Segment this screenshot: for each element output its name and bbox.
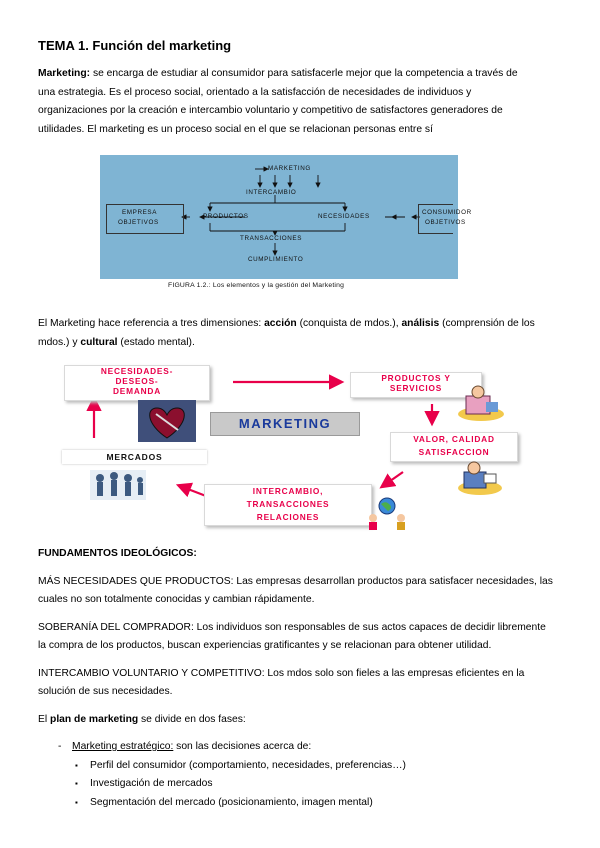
fundamentos-section: FUNDAMENTOS IDEOLÓGICOS: MÁS NECESIDADES… (38, 545, 568, 812)
intro-paragraph: Marketing: se encarga de estudiar al con… (38, 65, 568, 139)
marketing-center-label: MARKETING (210, 412, 360, 436)
intro-line-1-text: se encarga de estudiar al consumidor par… (90, 68, 518, 79)
fig1-objetivos-right-label: OBJETIVOS (425, 219, 466, 226)
square-bullet-icon: ▪ (75, 797, 78, 807)
fundamentos-p1-line1: MÁS NECESIDADES QUE PRODUCTOS: Las empre… (38, 575, 553, 587)
fundamentos-p3-line2: solución de sus necesidades. (38, 686, 173, 697)
dim-text-1: El Marketing hace referencia a tres dime… (38, 318, 265, 329)
consumidor-box (418, 204, 453, 234)
figure1-arrows (181, 166, 420, 256)
intro-line-4: utilidades. El marketing es un proceso s… (38, 123, 433, 135)
needs-line-3: DEMANDA (112, 386, 161, 396)
reading-person-clipart-icon (458, 461, 502, 495)
fig1-intercambio-label: INTERCAMBIO (246, 189, 297, 196)
exchange-line-1: INTERCAMBIO, (252, 486, 324, 496)
square-bullet-icon: ▪ (75, 779, 78, 788)
exchange-box: INTERCAMBIO, TRANSACCIONES RELACIONES (204, 484, 372, 526)
dimensions-paragraph: El Marketing hace referencia a tres dime… (38, 315, 568, 352)
fig1-transacciones-label: TRANSACCIONES (240, 235, 303, 242)
strategic-marketing-label: Marketing estratégico: (72, 741, 174, 752)
list-item: ▪ Perfil del consumidor (comportamiento, … (38, 757, 568, 776)
square-bullet-icon: ▪ (75, 760, 78, 770)
fig1-necesidades-label: NECESIDADES (318, 213, 370, 220)
dimensions-line-2: mdos.) y cultural (estado mental). (38, 334, 568, 353)
dim-text-5: (estado mental). (117, 336, 195, 348)
needs-line-2: DESEOS- (115, 376, 159, 386)
fundamentos-p3-line1: INTERCAMBIO VOLUNTARIO Y COMPETITIVO: Lo… (38, 667, 525, 679)
market-crowd-clipart-icon (90, 470, 146, 500)
fig1-empresa-label: EMPRESA (122, 209, 157, 216)
plan-bold: plan de marketing (50, 713, 139, 725)
dim-text-2: (conquista de mdos.), (296, 318, 402, 329)
dim-text-3: (comprensión de los (439, 318, 535, 329)
intro-line-2: una estrategia. Es el proceso social, or… (38, 86, 472, 98)
dim-analisis: análisis (401, 318, 440, 329)
intro-line-1: Marketing: se encarga de estudiar al con… (38, 65, 568, 84)
plan-line: El plan de marketing se divide en dos fa… (38, 711, 568, 730)
page-title: TEMA 1. Función del marketing (38, 38, 232, 53)
products-box: PRODUCTOS Y SERVICIOS (350, 372, 482, 398)
exchange-line-3: RELACIONES (256, 512, 320, 522)
needs-box: NECESIDADES- DESEOS- DEMANDA (64, 365, 210, 401)
fundamentos-p2-line2: la compra de los productos, buscan exper… (38, 640, 492, 651)
globe-handshake-clipart-icon (369, 497, 405, 530)
products-line-1: PRODUCTOS Y (381, 373, 451, 383)
dim-accion: acción (264, 318, 297, 329)
shopping-person-clipart-icon (458, 385, 504, 421)
subitem-text: Segmentación del mercado (posicionamient… (90, 796, 373, 808)
fig1-cumplimiento-label: CUMPLIMIENTO (248, 256, 304, 263)
list-item: ▪ Segmentación del mercado (posicionamien… (38, 794, 568, 813)
strategic-marketing-text: son las decisiones acerca de: (173, 741, 312, 752)
value-line-2: SATISFACCION (418, 447, 490, 457)
fig1-consumidor-label: CONSUMIDOR (422, 209, 472, 216)
markets-label: MERCADOS (62, 450, 207, 464)
fig1-productos-label: PRODUCTOS (203, 213, 249, 220)
plan-post: se divide en dos fases: (138, 713, 246, 725)
intro-term: Marketing: (38, 68, 91, 79)
heart-clipart-icon (138, 400, 196, 442)
fundamentos-heading: FUNDAMENTOS IDEOLÓGICOS: (38, 548, 197, 559)
fig1-marketing-label: MARKETING (268, 165, 311, 172)
intro-line-3: organizaciones por la creación e interca… (38, 105, 503, 116)
value-line-1: VALOR, CALIDAD (413, 434, 495, 444)
strategic-subitems: ▪ Perfil del consumidor (comportamiento, … (38, 757, 568, 813)
needs-line-1: NECESIDADES- (100, 366, 174, 376)
subitem-text: Perfil del consumidor (comportamiento, n… (90, 759, 406, 771)
marketing-cycle-figure: NECESIDADES- DESEOS- DEMANDA PRODUCTOS Y… (58, 360, 530, 535)
plan-list-item: - Marketing estratégico: son las decisio… (38, 738, 568, 757)
dimensions-line-1: El Marketing hace referencia a tres dime… (38, 315, 568, 334)
value-box: VALOR, CALIDAD SATISFACCION (390, 432, 518, 462)
list-item: ▪ Investigación de mercados (38, 775, 568, 794)
products-line-2: SERVICIOS (389, 383, 443, 393)
fig1-objetivos-left-label: OBJETIVOS (118, 219, 159, 226)
dash-bullet-icon: - (58, 741, 62, 752)
fundamentos-p2-line1: SOBERANÍA DEL COMPRADOR: Los individuos … (38, 621, 546, 633)
exchange-line-2: TRANSACCIONES (246, 499, 330, 509)
dim-cultural: cultural (80, 336, 118, 348)
marketing-elements-figure: MARKETING INTERCAMBIO EMPRESA OBJETIVOS … (100, 155, 471, 279)
cycle-arrows (86, 374, 440, 498)
empresa-box (106, 204, 184, 234)
figure1-caption: FIGURA 1.2.: Los elementos y la gestión … (168, 282, 345, 289)
dim-text-4: mdos.) y (38, 336, 81, 348)
plan-pre: El (38, 713, 51, 725)
subitem-text: Investigación de mercados (90, 778, 213, 789)
fundamentos-p1-line2: cuales no son totalmente conocidas y cam… (38, 594, 315, 605)
